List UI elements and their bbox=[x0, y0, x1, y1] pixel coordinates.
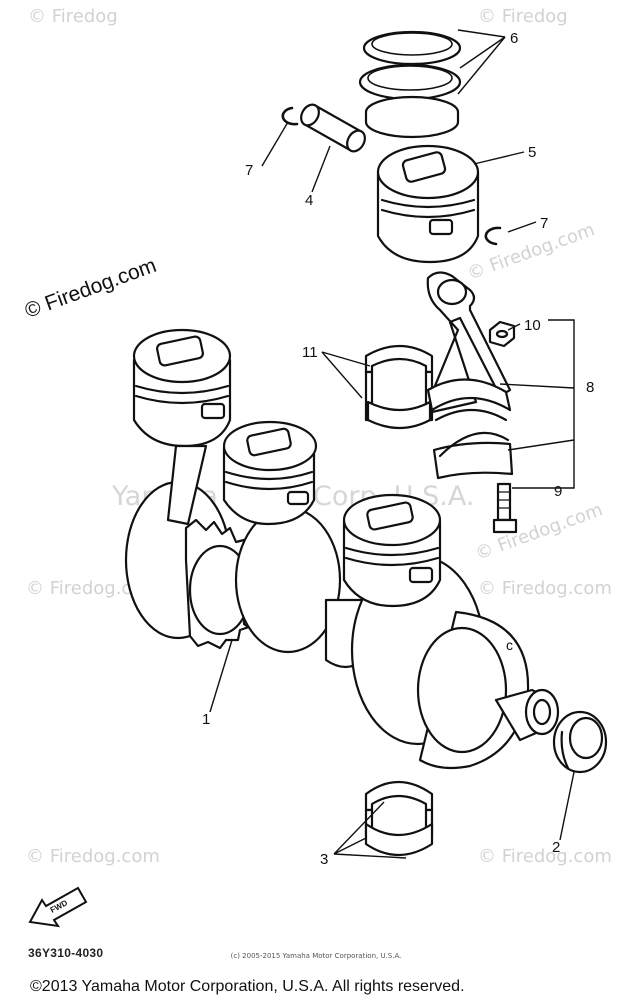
watermark-firedog: © Firedog bbox=[478, 6, 568, 27]
connecting-rod-bolt bbox=[492, 482, 518, 534]
forward-arrow-icon: FWD bbox=[28, 886, 88, 928]
callout-9: 9 bbox=[554, 483, 562, 500]
watermark-firedog-dark: © Firedog.com bbox=[22, 254, 160, 323]
watermark-firedog: © Firedog.com bbox=[26, 578, 160, 599]
callout-7: 7 bbox=[540, 215, 548, 232]
leader-lines bbox=[209, 29, 575, 859]
callout-8: 8 bbox=[586, 379, 594, 396]
callout-7: 7 bbox=[245, 162, 253, 179]
oil-seal bbox=[552, 710, 608, 774]
callout-4: 4 bbox=[305, 192, 313, 209]
watermark-firedog: © Firedog.com bbox=[465, 219, 598, 285]
watermark-firedog: © Firedog.com bbox=[478, 846, 612, 867]
crank-piston-left bbox=[132, 328, 232, 526]
callout-6: 6 bbox=[510, 30, 518, 47]
connecting-rod-cap bbox=[432, 431, 514, 480]
crank-piston-middle bbox=[222, 420, 318, 526]
diagram-code: 36Y310-4030 bbox=[28, 946, 104, 960]
watermark-firedog: © Firedog.com bbox=[478, 578, 612, 599]
crank-mark: c bbox=[506, 637, 513, 653]
piston-pin-clip bbox=[281, 106, 299, 126]
piston-pin bbox=[300, 103, 366, 153]
callout-numbers: 6 5 4 7 7 11 10 8 9 1 2 3 bbox=[202, 30, 594, 868]
callout-5: 5 bbox=[528, 144, 536, 161]
watermark-firedog: © Firedog.com bbox=[473, 499, 606, 565]
small-copyright: (c) 2005-2015 Yamaha Motor Corporation, … bbox=[230, 952, 402, 960]
callout-1: 1 bbox=[202, 711, 210, 728]
crank-piston-right bbox=[342, 493, 442, 608]
callout-3: 3 bbox=[320, 851, 328, 868]
connecting-rod bbox=[426, 271, 512, 422]
crankshaft-main-bearing bbox=[364, 781, 434, 856]
callout-10: 10 bbox=[524, 317, 541, 334]
piston-pin-clip bbox=[484, 226, 502, 246]
callout-11: 11 bbox=[302, 344, 318, 361]
piston-rings bbox=[358, 30, 462, 139]
watermark-firedog: © Firedog.com bbox=[26, 846, 160, 867]
copyright-notice: ©2013 Yamaha Motor Corporation, U.S.A. A… bbox=[30, 978, 465, 995]
connecting-rod-nut bbox=[488, 320, 516, 348]
connecting-rod-bearing-upper bbox=[364, 345, 434, 430]
callout-2: 2 bbox=[552, 839, 560, 856]
piston bbox=[376, 144, 480, 264]
watermark-firedog: © Firedog bbox=[28, 6, 118, 27]
